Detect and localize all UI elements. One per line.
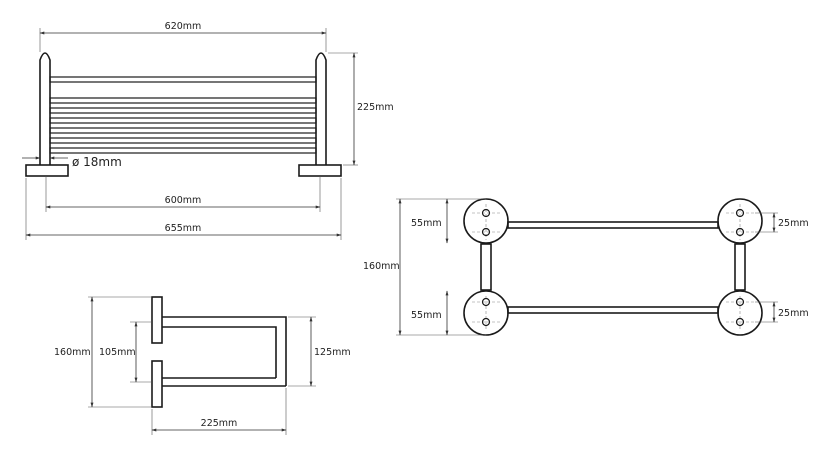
lower-wall-plate — [151, 360, 163, 408]
rosette-top-left — [463, 198, 509, 244]
top-view: 160mm 55mm 55mm 25mm 25mm — [363, 198, 809, 336]
dim-hole-bottom-label: 25mm — [778, 308, 809, 319]
dim-side-inner-height-label: 105mm — [99, 347, 136, 358]
dim-diameter-label: ø 18mm — [72, 155, 122, 169]
dim-hole-top-label: 25mm — [778, 218, 809, 229]
right-post — [315, 52, 327, 165]
rosette-bottom-right — [717, 290, 763, 336]
upper-arm — [162, 316, 287, 386]
dim-side-total-height-label: 160mm — [54, 347, 91, 358]
lower-arm — [162, 377, 286, 387]
left-vertical-bar — [480, 243, 492, 291]
left-post — [39, 52, 51, 165]
rosette-bottom-left — [463, 290, 509, 336]
dim-inner-width-label: 600mm — [165, 195, 202, 206]
right-vertical-bar — [734, 243, 746, 291]
rails — [49, 76, 317, 154]
upper-wall-plate — [151, 296, 163, 344]
lower-bar — [507, 306, 719, 314]
dim-width-top-label: 620mm — [165, 21, 202, 32]
dim-side-depth-label: 225mm — [201, 418, 238, 429]
dim-height-label: 225mm — [357, 102, 394, 113]
dim-top-total-height-label: 160mm — [363, 261, 400, 272]
rosette-top-right — [717, 198, 763, 244]
dim-side-bar-height-label: 125mm — [314, 347, 351, 358]
dim-rosette-bottom-label: 55mm — [411, 310, 442, 321]
right-foot — [298, 164, 342, 177]
left-foot — [25, 164, 69, 177]
dim-rosette-top-label: 55mm — [411, 218, 442, 229]
front-view: 620mm 225mm ø 18mm 600mm 655mm — [22, 21, 394, 240]
upper-bar — [507, 221, 719, 229]
dim-total-width-label: 655mm — [165, 223, 202, 234]
side-view: 160mm 105mm 125mm 225mm — [54, 296, 351, 435]
